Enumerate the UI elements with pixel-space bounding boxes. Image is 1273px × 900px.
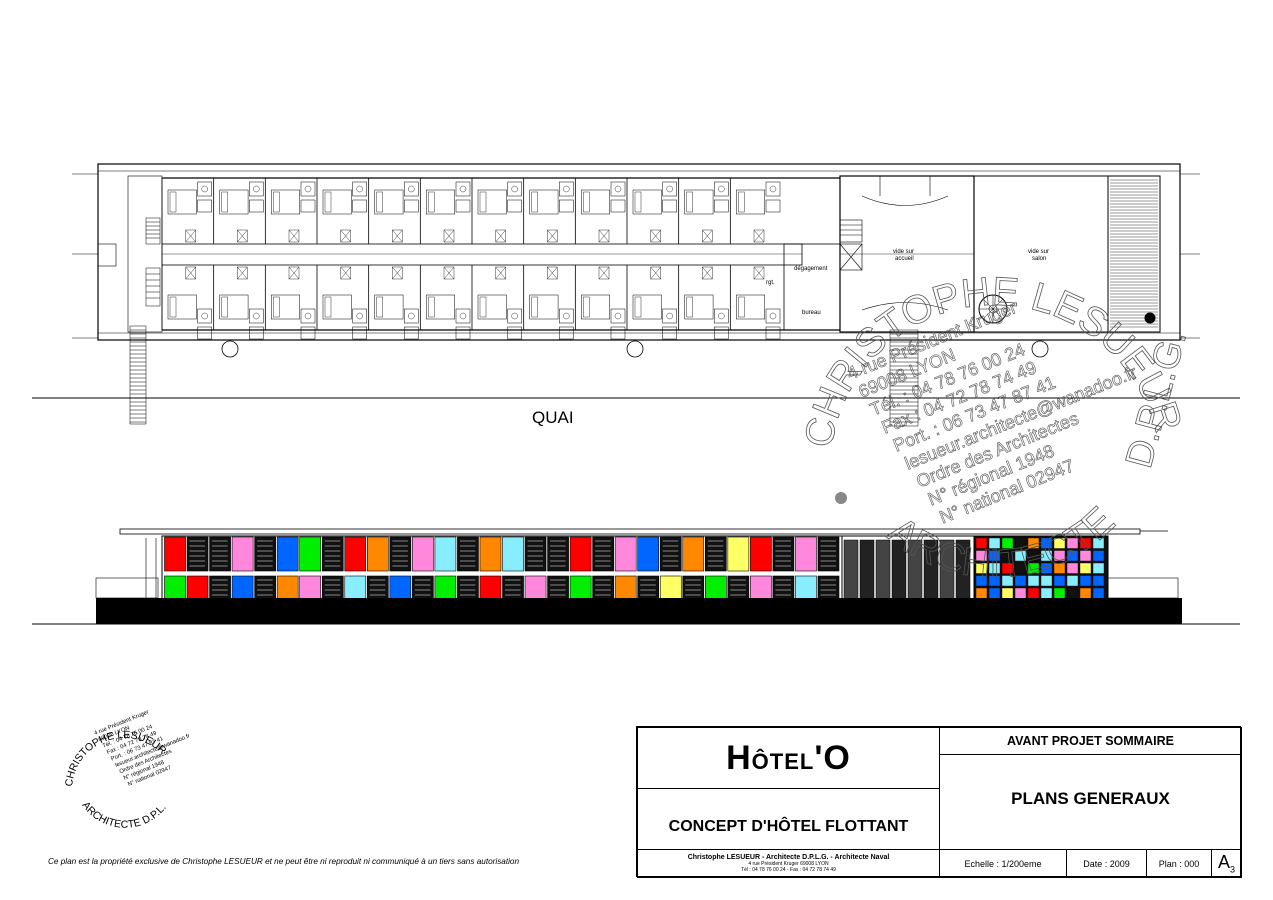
- room: [213, 265, 264, 340]
- facade-panel: [547, 536, 569, 572]
- room: [574, 178, 626, 244]
- facade-panel: [344, 536, 367, 572]
- facade-panel: [412, 536, 434, 572]
- facade-panel: [569, 536, 592, 572]
- room: [729, 178, 781, 244]
- plans-title: PLANS GENERAUX: [1011, 789, 1170, 808]
- facade-panel: [795, 536, 817, 572]
- facade-panel: [502, 536, 524, 572]
- architect-stamp: CHRISTOPHE LESUEUR ARCHITECTE D.P.L.G. 4…: [0, 0, 191, 831]
- phase-cell: AVANT PROJET SOMMAIRE: [939, 727, 1242, 755]
- facade-panel: [321, 536, 344, 572]
- facade-panel: [164, 536, 186, 572]
- room: [419, 178, 471, 244]
- label-vide-accueil-2: accueil: [895, 256, 914, 262]
- room: [264, 265, 316, 340]
- room: [523, 178, 574, 244]
- room: [419, 265, 471, 340]
- facade-panel: [704, 536, 727, 572]
- room: [678, 178, 729, 244]
- format-cell: A3: [1211, 849, 1242, 878]
- facade-panel: [186, 536, 209, 572]
- facade-panel: [389, 536, 412, 572]
- label-vide-accueil-1: vide sur: [893, 249, 914, 255]
- facade-panel: [434, 536, 457, 572]
- facade-upper-row: [164, 536, 840, 572]
- room: [626, 265, 677, 340]
- label-vide-salon-1: vide sur: [1028, 249, 1049, 255]
- facade-lower-row: [164, 575, 840, 611]
- credit-line-2: 4 rue Président Kruger 69008 LYON: [748, 860, 829, 867]
- stamp-architect: ARCHITECTE D.P.L.G.: [0, 0, 169, 831]
- credit-line-3: Tél : 04 78 76 00 24 - Fax : 04 72 78 74…: [741, 866, 836, 873]
- facade-panel: [254, 536, 276, 572]
- concept-title: CONCEPT D'HÔTEL FLOTTANT: [668, 818, 909, 835]
- facade-panel: [659, 536, 682, 572]
- concept-cell: CONCEPT D'HÔTEL FLOTTANT: [637, 788, 940, 850]
- facade-panel: [231, 536, 254, 572]
- facade-panel: [682, 536, 705, 572]
- paper-format: A3: [1217, 852, 1236, 875]
- rooms-upper: [161, 178, 781, 244]
- room: [729, 265, 781, 340]
- facade-panel: [817, 536, 840, 572]
- floor-plan: dégagement rgt. bureau vide sur accueil …: [32, 163, 1240, 427]
- disclaimer: Ce plan est la propriété exclusive de Ch…: [48, 857, 520, 866]
- credit-cell: Christophe LESUEUR - Architecte D.P.L.G.…: [637, 849, 940, 878]
- facade-panel: [366, 536, 389, 572]
- label-degagement: dégagement: [794, 266, 828, 272]
- room: [368, 265, 419, 340]
- plan-number-cell: Plan : 000: [1146, 849, 1212, 878]
- facade-panel: [276, 536, 299, 572]
- hotel-title-cell: HÔTEL'O: [637, 727, 940, 789]
- facade-panel: [457, 536, 479, 572]
- facade-panel: [592, 536, 614, 572]
- title-block: HÔTEL'O CONCEPT D'HÔTEL FLOTTANT AVANT P…: [636, 726, 1242, 878]
- room: [471, 265, 522, 340]
- room: [523, 265, 574, 340]
- scale: Echelle : 1/200eme: [964, 858, 1042, 869]
- room: [316, 178, 367, 244]
- elevation: [32, 528, 1240, 625]
- room: [368, 178, 419, 244]
- project-phase: AVANT PROJET SOMMAIRE: [1007, 734, 1174, 748]
- quai-label: QUAI: [532, 408, 574, 427]
- date: Date : 2009: [1083, 858, 1130, 869]
- room: [316, 265, 367, 340]
- plan-number: Plan : 000: [1158, 858, 1200, 869]
- facade-panel: [209, 536, 231, 572]
- facade-panel: [637, 536, 660, 572]
- label-bureau: bureau: [802, 310, 821, 316]
- room: [213, 178, 264, 244]
- room: [678, 265, 729, 340]
- rooms-lower: [161, 265, 781, 340]
- room: [574, 265, 626, 340]
- scale-cell: Echelle : 1/200eme: [939, 849, 1067, 878]
- room: [471, 178, 522, 244]
- credit-line-1: Christophe LESUEUR - Architecte D.P.L.G.…: [687, 853, 890, 861]
- room: [626, 178, 677, 244]
- label-vide-salon-2: salon: [1032, 256, 1046, 262]
- room: [161, 178, 212, 244]
- hotel-title: HÔTEL'O: [726, 738, 851, 777]
- facade-panel: [524, 536, 547, 572]
- label-rgt: rgt.: [766, 280, 775, 286]
- room: [264, 178, 316, 244]
- facade-panel: [299, 536, 322, 572]
- facade-panel: [727, 536, 750, 572]
- room: [161, 265, 212, 340]
- facade-panel: [614, 536, 637, 572]
- plans-cell: PLANS GENERAUX: [939, 754, 1242, 850]
- facade-panel: [772, 536, 795, 572]
- facade-panel: [479, 536, 502, 572]
- facade-panel: [750, 536, 772, 572]
- date-cell: Date : 2009: [1066, 849, 1147, 878]
